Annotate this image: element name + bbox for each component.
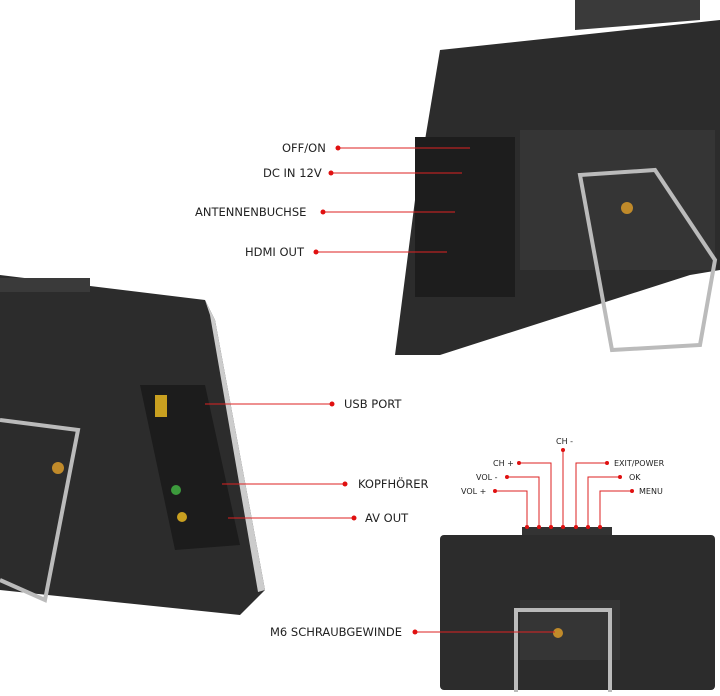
svg-text:HDMI OUT: HDMI OUT [245, 245, 305, 259]
svg-text:VOL +: VOL + [461, 487, 486, 496]
svg-text:CH +: CH + [493, 459, 514, 468]
callout-av-out: AV OUT [228, 511, 409, 525]
svg-text:OK: OK [629, 473, 641, 482]
tv-left [0, 275, 265, 615]
callout-usb: USB PORT [205, 397, 402, 411]
callout-off-on: OFF/ON [282, 141, 470, 155]
svg-text:EXIT/POWER: EXIT/POWER [614, 459, 665, 468]
svg-text:ANTENNENBUCHSE: ANTENNENBUCHSE [195, 205, 306, 219]
callout-dc-in: DC IN 12V [263, 166, 462, 180]
svg-text:DC IN 12V: DC IN 12V [263, 166, 322, 180]
svg-text:VOL -: VOL - [476, 473, 498, 482]
svg-text:CH -: CH - [556, 437, 573, 446]
svg-text:M6 SCHRAUBGEWINDE: M6 SCHRAUBGEWINDE [270, 625, 402, 639]
callout-m6: M6 SCHRAUBGEWINDE [270, 625, 555, 639]
callout-headphones: KOPFHÖRER [222, 475, 428, 491]
callout-antenna: ANTENNENBUCHSE [195, 205, 455, 219]
svg-text:KOPFHÖRER: KOPFHÖRER [358, 475, 428, 491]
svg-text:AV OUT: AV OUT [365, 511, 409, 525]
callout-hdmi: HDMI OUT [245, 245, 447, 259]
button-callouts: CH - CH + VOL - VOL + EXIT/POWER OK MENU [461, 437, 665, 529]
svg-text:OFF/ON: OFF/ON [282, 141, 326, 155]
tv-bottom-right [440, 527, 715, 692]
svg-text:USB PORT: USB PORT [344, 397, 402, 411]
tv-top-right [395, 0, 720, 355]
svg-text:MENU: MENU [639, 487, 663, 496]
